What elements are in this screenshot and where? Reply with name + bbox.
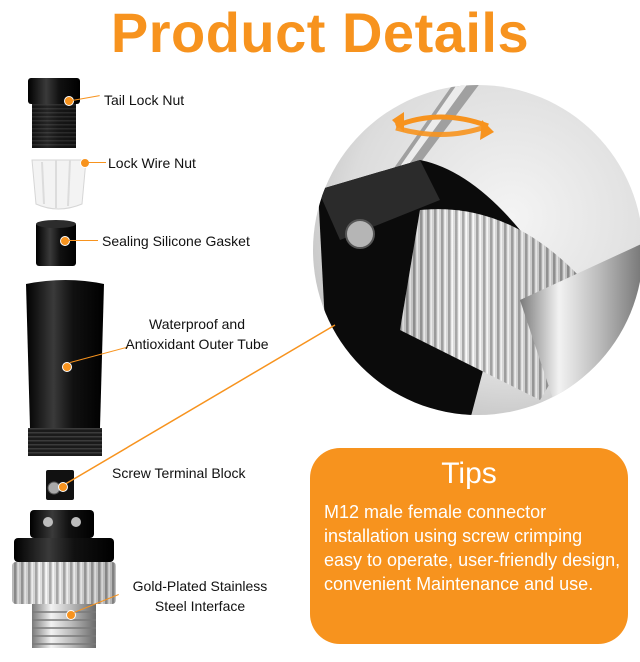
- rotate-arrow-icon: [392, 112, 494, 140]
- lock-wire-nut-image: [31, 159, 87, 210]
- page-title: Product Details: [110, 1, 530, 64]
- lock-wire-nut-leader: [88, 162, 106, 163]
- outer-tube-dot: [62, 362, 72, 372]
- tail-lock-nut-label: Tail Lock Nut: [104, 92, 185, 108]
- tips-box: Tips M12 male female connector installat…: [310, 448, 628, 644]
- tips-title: Tips: [441, 457, 497, 490]
- sealing-gasket-image: [36, 220, 76, 266]
- outer-tube-label-line2: Antioxidant Outer Tube: [125, 336, 269, 352]
- sealing-gasket-dot: [60, 236, 70, 246]
- magnified-detail-bubble: [313, 85, 640, 415]
- sealing-gasket-leader: [68, 240, 98, 241]
- lock-wire-nut-label: Lock Wire Nut: [108, 155, 196, 171]
- sealing-gasket-label: Sealing Silicone Gasket: [102, 233, 250, 249]
- terminal-block-label: Screw Terminal Block: [112, 465, 246, 481]
- steel-interface-image: [32, 604, 96, 648]
- tips-body: M12 male female connector installation u…: [324, 502, 621, 594]
- steel-interface-label: Gold-Plated Stainless Steel Interface: [112, 576, 288, 616]
- tail-lock-nut-dot: [64, 96, 74, 106]
- terminal-block-dot: [58, 482, 68, 492]
- outer-tube-label: Waterproof and Antioxidant Outer Tube: [112, 314, 282, 354]
- outer-tube-label-line1: Waterproof and: [149, 316, 245, 332]
- steel-interface-dot: [66, 610, 76, 620]
- steel-interface-label-line1: Gold-Plated Stainless: [132, 578, 268, 594]
- tail-lock-nut-image: [28, 78, 80, 148]
- outer-tube-image: [26, 280, 104, 456]
- steel-interface-label-line2: Steel Interface: [154, 598, 246, 614]
- lock-wire-nut-dot: [80, 158, 90, 168]
